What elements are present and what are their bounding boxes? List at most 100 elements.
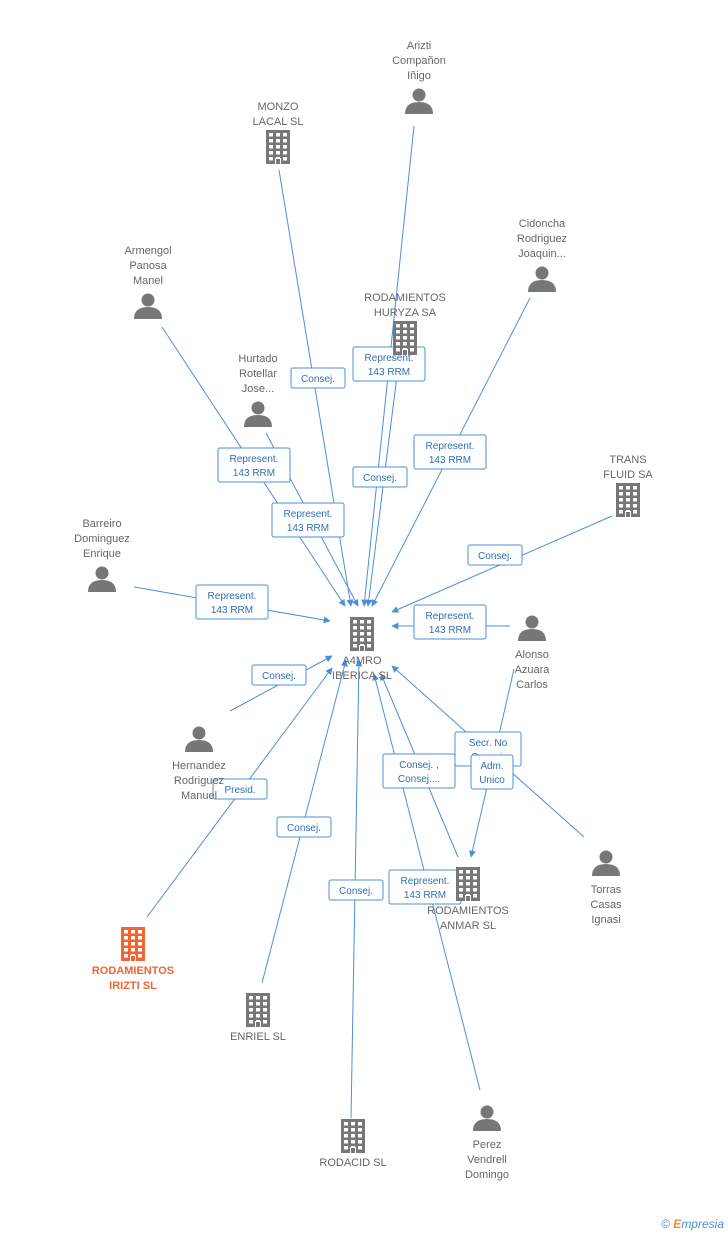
node-label: IBERICA SL [332, 670, 392, 682]
node-label: Manuel [181, 790, 217, 802]
edge-label[interactable]: Represent.143 RRM [217, 447, 291, 483]
edge-label-box [217, 447, 291, 483]
edge-label-text: 143 RRM [233, 468, 275, 479]
edge-label-box [251, 664, 307, 686]
edge-label[interactable]: Consej. [251, 664, 307, 686]
edge-label-text: 143 RRM [287, 523, 329, 534]
node-cidoncha[interactable]: CidonchaRodriguezJoaquin... [517, 218, 567, 292]
edge-label-box [328, 879, 384, 901]
edge-label[interactable]: Presid. [212, 778, 268, 800]
node-label: Vendrell [467, 1154, 507, 1166]
node-monzo[interactable]: MONZO LACAL SL [253, 101, 304, 164]
edge-label[interactable]: Consej. [290, 367, 346, 389]
edge-label-box [276, 816, 332, 838]
node-label: Iñigo [407, 70, 431, 82]
node-huryza[interactable]: RODAMIENTOS HURYZA SA [364, 292, 446, 355]
edge-label-box [413, 434, 487, 470]
edge-label[interactable]: Represent.143 RRM [271, 502, 345, 538]
building-icon [393, 321, 417, 355]
node-enriel[interactable]: ENRIEL SL [230, 993, 286, 1043]
edge-label[interactable]: Consej. [352, 466, 408, 488]
edge-label-text: Consej. [339, 886, 373, 897]
node-label: TRANS [609, 454, 646, 466]
edge-label[interactable]: Consej. [467, 544, 523, 566]
node-label: Cidoncha [519, 218, 566, 230]
person-icon [518, 615, 546, 641]
edge-label[interactable]: Represent. 143 RRM [413, 434, 487, 470]
edge-label-text: Consej. [262, 671, 296, 682]
edge-label-text: Unico [479, 775, 505, 786]
edge-label[interactable]: Represent.143 RRM [352, 346, 426, 382]
node-hurtado[interactable]: HurtadoRotellarJose... [238, 353, 278, 427]
person-icon [88, 566, 116, 592]
node-label: Barreiro [82, 518, 121, 530]
node-label: Compañon [392, 55, 446, 67]
building-icon [341, 1119, 365, 1153]
node-label: Panosa [129, 260, 167, 272]
copyright-icon: © [661, 1217, 670, 1231]
edge-label-text: Consej. [478, 551, 512, 562]
node-label: RODAMIENTOS [427, 905, 509, 917]
node-label: Rotellar [239, 368, 277, 380]
edge-label[interactable]: Consej. [328, 879, 384, 901]
edge-label-text: Represent. [426, 611, 475, 622]
edge-label-text: Represent. [365, 353, 414, 364]
edge-label-text: 143 RRM [429, 455, 471, 466]
node-label: Domingo [465, 1169, 509, 1181]
building-icon [246, 993, 270, 1027]
person-icon [528, 266, 556, 292]
node-label: FLUID SA [603, 469, 653, 481]
edge-label-text: Consej. , [399, 760, 438, 771]
edge-label-text: Secr. No [469, 738, 508, 749]
node-label: LACAL SL [253, 116, 304, 128]
edge-label-text: Consej.... [398, 774, 440, 785]
building-icon [350, 617, 374, 651]
edge-label-text: Consej. [287, 823, 321, 834]
node-label: HURYZA SA [374, 307, 437, 319]
edge-label[interactable]: Represent.143 RRM [413, 604, 487, 640]
person-icon [473, 1105, 501, 1131]
edge-label-box [467, 544, 523, 566]
edge-label-box [470, 754, 514, 790]
edge-label[interactable]: Represent.143 RRM [195, 584, 269, 620]
building-icon [456, 867, 480, 901]
node-label: RODAMIENTOS [92, 965, 174, 977]
node-label: Ignasi [591, 914, 620, 926]
edge-label[interactable]: Adm.Unico [470, 754, 514, 790]
edge-label-text: 143 RRM [211, 605, 253, 616]
edge-label[interactable]: Consej. [276, 816, 332, 838]
edge-label-box [352, 346, 426, 382]
edge-label[interactable]: Represent.143 RRM [388, 869, 462, 905]
node-label: MONZO [258, 101, 299, 113]
node-label: A4MRO [342, 655, 382, 667]
building-icon [121, 927, 145, 961]
node-label: Azuara [515, 664, 551, 676]
edge-label-text: Represent. [401, 876, 450, 887]
node-rodacid[interactable]: RODACID SL [319, 1119, 387, 1169]
edge-label-box [290, 367, 346, 389]
edge-label-box [195, 584, 269, 620]
edge-label-text: Consej. [301, 374, 335, 385]
node-a4mro[interactable]: A4MRO IBERICA SL [332, 617, 392, 682]
edge-label[interactable]: Consej. , Consej.... [382, 753, 456, 789]
node-label: RODAMIENTOS [364, 292, 446, 304]
node-label: Rodriguez [517, 233, 567, 245]
node-label: Alonso [515, 649, 549, 661]
node-trans[interactable]: TRANS FLUID SA [603, 454, 653, 517]
edge-label-text: Represent. [426, 441, 475, 452]
edge-label-box [413, 604, 487, 640]
node-label: Dominguez [74, 533, 130, 545]
node-label: RODACID SL [319, 1157, 386, 1169]
node-label: Jose... [242, 383, 274, 395]
